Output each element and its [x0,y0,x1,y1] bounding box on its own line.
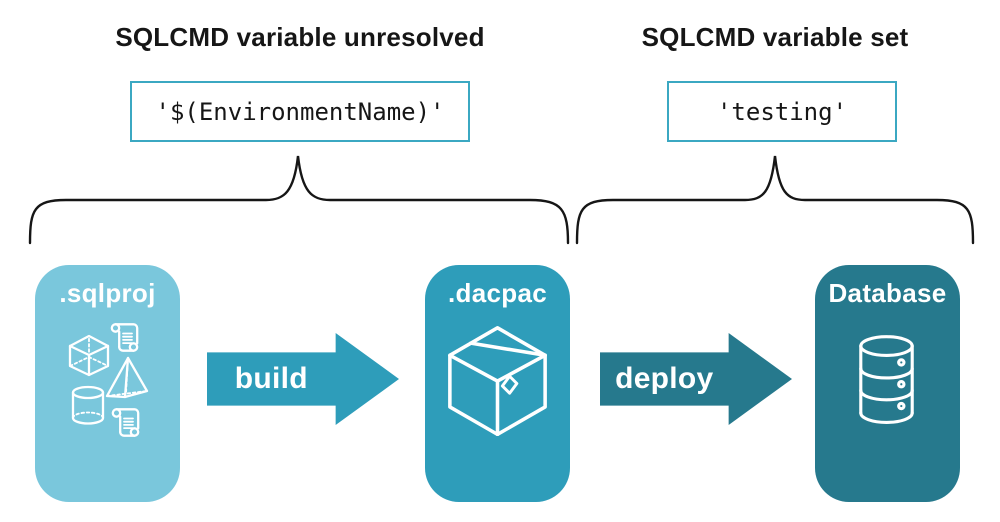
stage-database-label: Database [828,278,947,308]
stage-dacpac-label: .dacpac [448,278,547,308]
package-icon [448,326,547,436]
database-icon [859,335,914,424]
right-curly-brace [575,155,975,245]
code-box-environment-variable: '$(EnvironmentName)' [130,81,470,142]
heading-sqlcmd-unresolved: SQLCMD variable unresolved [115,22,485,52]
cube-icon [68,334,110,377]
build-arrow: build [207,333,399,425]
stage-sqlproj-label: .sqlproj [59,278,156,308]
code-text-set: 'testing' [716,97,848,126]
stage-dacpac: .dacpac [425,265,570,502]
stage-database: Database [815,265,960,502]
cylinder-icon [71,385,105,425]
sql-source-objects-icon [68,323,149,437]
heading-sqlcmd-set: SQLCMD variable set [641,22,909,52]
stage-sqlproj: .sqlproj [35,265,180,502]
scroll-icon [111,408,140,437]
pyramid-icon [105,356,149,399]
code-text-unresolved: '$(EnvironmentName)' [155,97,445,126]
build-arrow-label: build [234,362,308,395]
deploy-arrow-label: deploy [615,362,714,395]
deploy-arrow: deploy [600,333,792,425]
code-box-testing-value: 'testing' [667,81,897,142]
left-curly-brace [28,155,570,245]
scroll-icon [110,323,139,352]
